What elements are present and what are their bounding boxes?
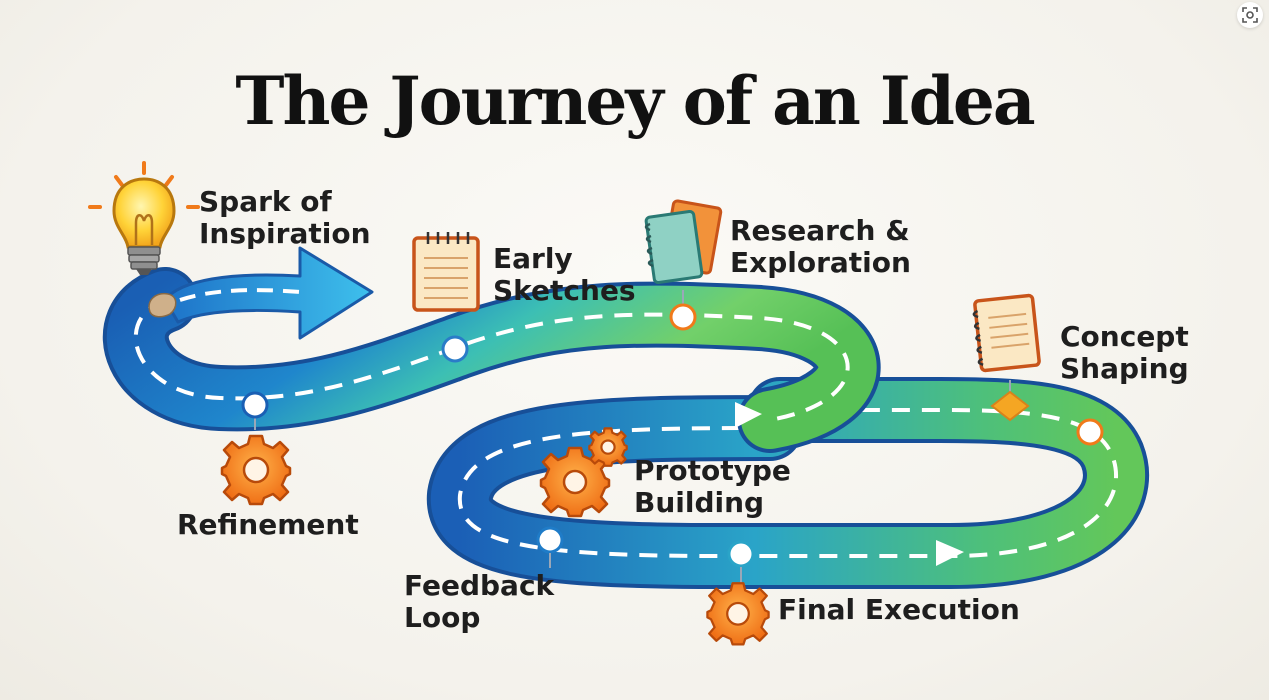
label-sketches: Early Sketches bbox=[493, 243, 636, 307]
stone-icon bbox=[148, 292, 177, 318]
notepad-icon bbox=[412, 232, 480, 312]
page-title: The Journey of an Idea bbox=[235, 62, 1035, 140]
lightbulb-icon bbox=[88, 161, 200, 275]
label-sketches-line1: Early bbox=[493, 242, 573, 275]
label-spark-line1: Spark of bbox=[199, 185, 332, 218]
gear-icon-final bbox=[706, 582, 770, 646]
milestone-final bbox=[727, 540, 755, 568]
label-spark-line2: Inspiration bbox=[199, 217, 371, 250]
label-sketches-line2: Sketches bbox=[493, 274, 636, 307]
milestone-feedback bbox=[536, 526, 564, 554]
label-concept-line2: Shaping bbox=[1060, 352, 1189, 385]
milestone-refinement bbox=[241, 391, 269, 419]
label-prototype-line1: Prototype bbox=[634, 454, 791, 487]
milestone-markers bbox=[241, 290, 1104, 585]
road-arrow-middle bbox=[735, 402, 762, 428]
label-feedback-line1: Feedback bbox=[404, 569, 555, 602]
notebooks-icon bbox=[644, 199, 723, 285]
milestone-research bbox=[669, 303, 697, 331]
label-concept: Concept Shaping bbox=[1060, 321, 1189, 385]
label-feedback-line2: Loop bbox=[404, 601, 481, 634]
focus-scan-icon bbox=[1242, 7, 1258, 23]
road-upper-s bbox=[102, 267, 881, 453]
label-research: Research & Exploration bbox=[730, 215, 911, 279]
milestone-early-sketches bbox=[441, 335, 469, 363]
gears-icon-prototype bbox=[539, 427, 628, 518]
label-concept-line1: Concept bbox=[1060, 320, 1189, 353]
label-final: Final Execution bbox=[778, 594, 1020, 626]
focus-scan-button[interactable] bbox=[1237, 2, 1263, 28]
label-prototype: Prototype Building bbox=[634, 455, 791, 519]
label-refinement-line1: Refinement bbox=[177, 508, 359, 541]
road-arrow-bottom bbox=[936, 540, 964, 566]
label-final-line1: Final Execution bbox=[778, 593, 1020, 626]
label-prototype-line2: Building bbox=[634, 486, 765, 519]
label-research-line1: Research & bbox=[730, 214, 910, 247]
milestone-concept-end bbox=[1076, 418, 1104, 446]
gear-icon-refinement bbox=[220, 434, 292, 506]
milestone-concept bbox=[990, 390, 1030, 422]
notebook-icon bbox=[972, 293, 1041, 373]
label-refinement: Refinement bbox=[177, 509, 359, 541]
label-research-line2: Exploration bbox=[730, 246, 911, 279]
start-arrow bbox=[163, 246, 374, 340]
label-feedback: Feedback Loop bbox=[404, 570, 554, 634]
label-spark: Spark of Inspiration bbox=[199, 186, 371, 250]
